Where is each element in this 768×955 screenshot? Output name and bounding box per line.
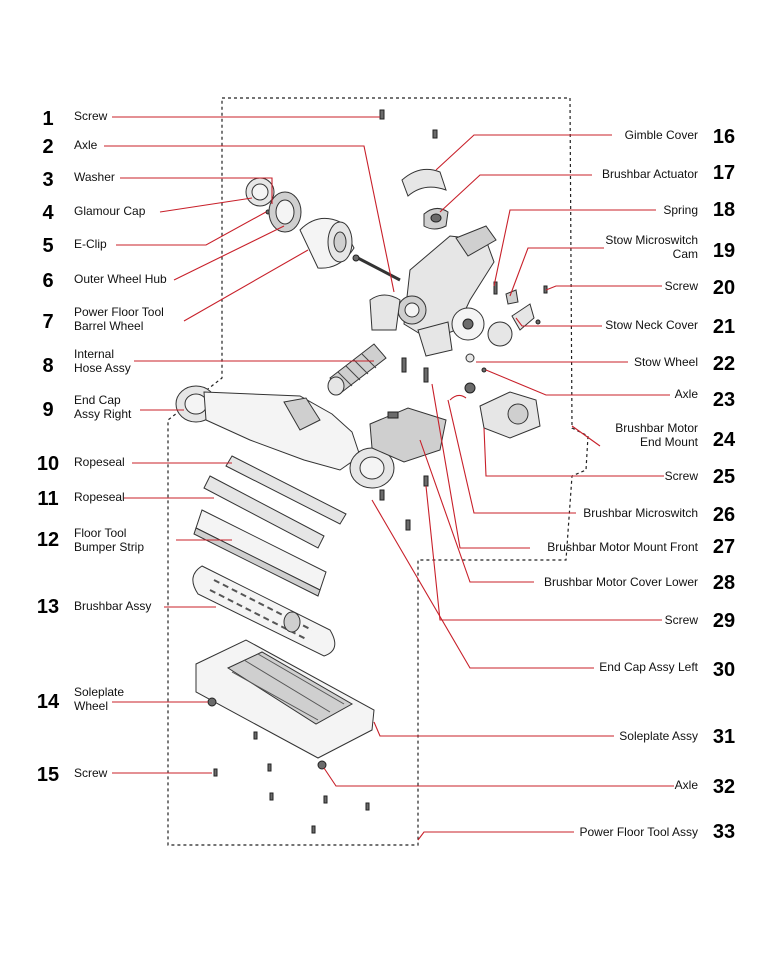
callout-label-23: Axle: [675, 387, 699, 401]
callout-number-24: 24: [713, 429, 736, 451]
soleplate-part: [195, 639, 375, 770]
callout-label-22: Stow Wheel: [634, 355, 698, 369]
callout-number-33: 33: [713, 821, 735, 843]
callout-number-29: 29: [713, 610, 735, 632]
callout-number-13: 13: [37, 596, 59, 618]
callout-number-16: 16: [713, 126, 735, 148]
callout-number-17: 17: [713, 162, 735, 184]
callout-number-14: 14: [37, 691, 60, 713]
callout-label-13: Brushbar Assy: [74, 599, 151, 613]
callout-number-27: 27: [713, 536, 735, 558]
callout-number-2: 2: [42, 136, 53, 158]
callout-label-29: Screw: [665, 613, 699, 627]
callout-number-18: 18: [713, 199, 735, 221]
screw-16-part: [432, 129, 438, 139]
parts-artwork: [175, 109, 548, 834]
callout-number-25: 25: [713, 466, 735, 488]
callout-number-15: 15: [37, 764, 59, 786]
callout-number-6: 6: [42, 270, 53, 292]
callout-label-18: Spring: [663, 203, 698, 217]
callout-number-7: 7: [42, 311, 53, 333]
callout-number-9: 9: [42, 399, 53, 421]
callout-label-3: Washer: [74, 170, 115, 184]
callout-number-11: 11: [37, 488, 58, 510]
callout-label-1: Screw: [74, 109, 108, 123]
callout-label-30: End Cap Assy Left: [599, 660, 698, 674]
callout-label-5: E-Clip: [74, 237, 107, 251]
callout-label-25: Screw: [665, 469, 699, 483]
callout-number-32: 32: [713, 776, 735, 798]
callout-label-20: Screw: [665, 279, 699, 293]
callout-label-2: Axle: [74, 138, 98, 152]
assembly-boundary: [167, 97, 589, 846]
callout-label-32: Axle: [675, 778, 699, 792]
callout-number-28: 28: [713, 572, 735, 594]
callout-number-20: 20: [713, 277, 735, 299]
brushbar-part: [192, 565, 336, 657]
callout-number-26: 26: [713, 504, 735, 526]
spring-part: [493, 281, 498, 295]
callout-label-6: Outer Wheel Hub: [74, 272, 167, 286]
callout-label-27: Brushbar Motor Mount Front: [547, 540, 698, 554]
callout-label-28: Brushbar Motor Cover Lower: [544, 575, 698, 589]
ropeseal-11-part: [203, 475, 325, 549]
callout-number-5: 5: [42, 235, 53, 257]
callout-number-31: 31: [713, 726, 735, 748]
callout-number-19: 19: [713, 240, 735, 262]
callout-label-26: Brushbar Microswitch: [583, 506, 698, 520]
axle-23-part: [481, 367, 487, 373]
callout-label-4: Glamour Cap: [74, 204, 146, 218]
callout-label-16: Gimble Cover: [625, 128, 698, 142]
axle-rod-part: [353, 254, 401, 282]
callout-label-10: Ropeseal: [74, 455, 125, 469]
stow-wheel-part: [465, 353, 475, 363]
callout-number-22: 22: [713, 353, 735, 375]
callout-number-1: 1: [42, 108, 53, 130]
callout-label-17: Brushbar Actuator: [602, 167, 698, 181]
callout-number-10: 10: [37, 453, 59, 475]
callout-label-15: Screw: [74, 766, 108, 780]
callout-number-8: 8: [42, 355, 53, 377]
callout-label-11: Ropeseal: [74, 490, 125, 504]
screw-1-part: [379, 109, 385, 120]
stow-microswitch-cam-part: [505, 289, 519, 305]
callout-number-12: 12: [37, 529, 59, 551]
callout-number-21: 21: [713, 316, 735, 338]
callout-number-4: 4: [42, 202, 54, 224]
leader-lines: [104, 116, 674, 841]
gimble-cover-part: [401, 168, 447, 197]
callout-number-23: 23: [713, 389, 735, 411]
callout-number-3: 3: [42, 169, 53, 191]
motor-cover-lower-part: [369, 407, 447, 463]
internal-hose-part: [327, 343, 387, 396]
stow-neck-cover-part: [511, 303, 535, 331]
callout-label-31: Soleplate Assy: [619, 729, 698, 743]
callout-number-30: 30: [713, 659, 735, 681]
main-body-shell-part: [203, 391, 361, 471]
callout-label-33: Power Floor Tool Assy: [580, 825, 699, 839]
callout-label-21: Stow Neck Cover: [605, 318, 698, 332]
